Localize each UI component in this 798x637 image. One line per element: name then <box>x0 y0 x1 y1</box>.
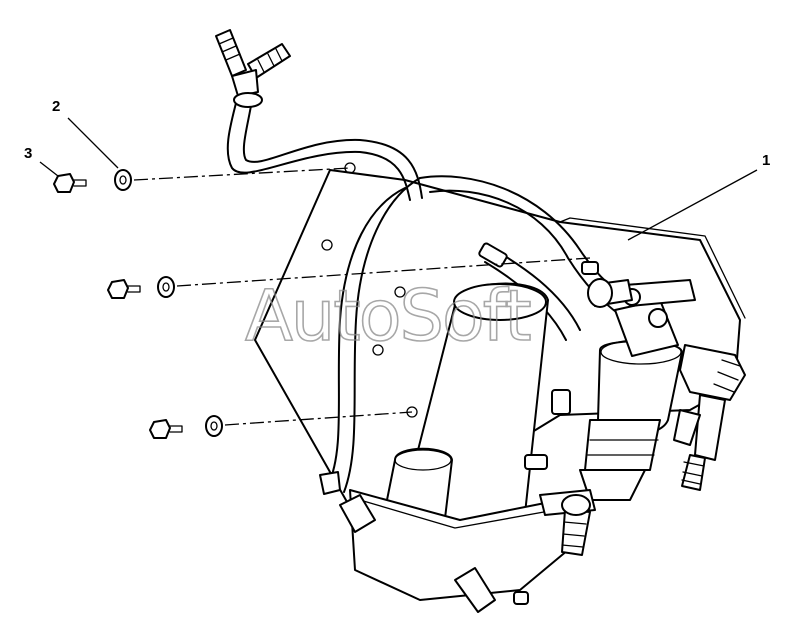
bolt-bottom <box>149 419 183 439</box>
alignment-line-top <box>133 167 351 181</box>
y-connector-fitting <box>215 29 291 108</box>
callout-3: 3 <box>24 145 32 162</box>
electrical-connector <box>673 344 746 491</box>
bolt-top <box>53 173 87 193</box>
hose-clamps <box>478 242 599 605</box>
bolt-middle <box>107 279 141 299</box>
washer-middle <box>157 276 175 298</box>
leader-line-3 <box>39 161 59 177</box>
lower-hose-nipple <box>539 489 596 556</box>
callout-2: 2 <box>52 98 60 115</box>
alignment-line-middle <box>176 257 591 287</box>
vacuum-valve-assembly <box>579 278 696 501</box>
leader-line-2 <box>67 117 119 169</box>
washer-bottom <box>205 415 223 437</box>
leader-line-1 <box>627 169 758 241</box>
callout-1: 1 <box>762 152 770 169</box>
alignment-line-bottom <box>224 411 413 426</box>
watermark-logo: AutoSoft <box>245 275 530 357</box>
washer-top <box>114 169 132 191</box>
pump-housing <box>319 471 581 613</box>
